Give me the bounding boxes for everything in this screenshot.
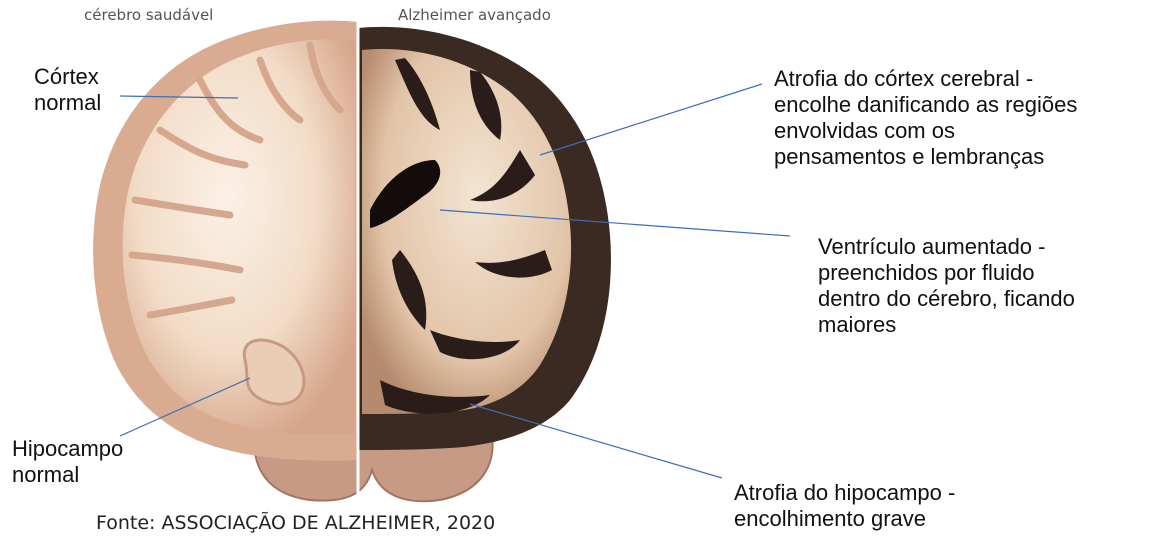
header-advanced: Alzheimer avançado [398, 6, 551, 24]
leader-hippocampus-atrophy [470, 404, 722, 478]
source-caption: Fonte: ASSOCIAÇÃO DE ALZHEIMER, 2020 [96, 512, 495, 534]
alzheimer-hemisphere [358, 27, 611, 450]
healthy-hemisphere [93, 21, 358, 461]
label-cortex-normal: Córtex normal [34, 64, 101, 116]
header-healthy: cérebro saudável [84, 6, 213, 24]
label-ventricle: Ventrículo aumentado - preenchidos por f… [818, 234, 1075, 338]
label-cortex-atrophy: Atrofia do córtex cerebral - encolhe dan… [774, 66, 1077, 170]
label-hippocampus-normal: Hipocampo normal [12, 436, 123, 488]
label-hippocampus-atrophy: Atrofia do hipocampo - encolhimento grav… [734, 480, 955, 532]
